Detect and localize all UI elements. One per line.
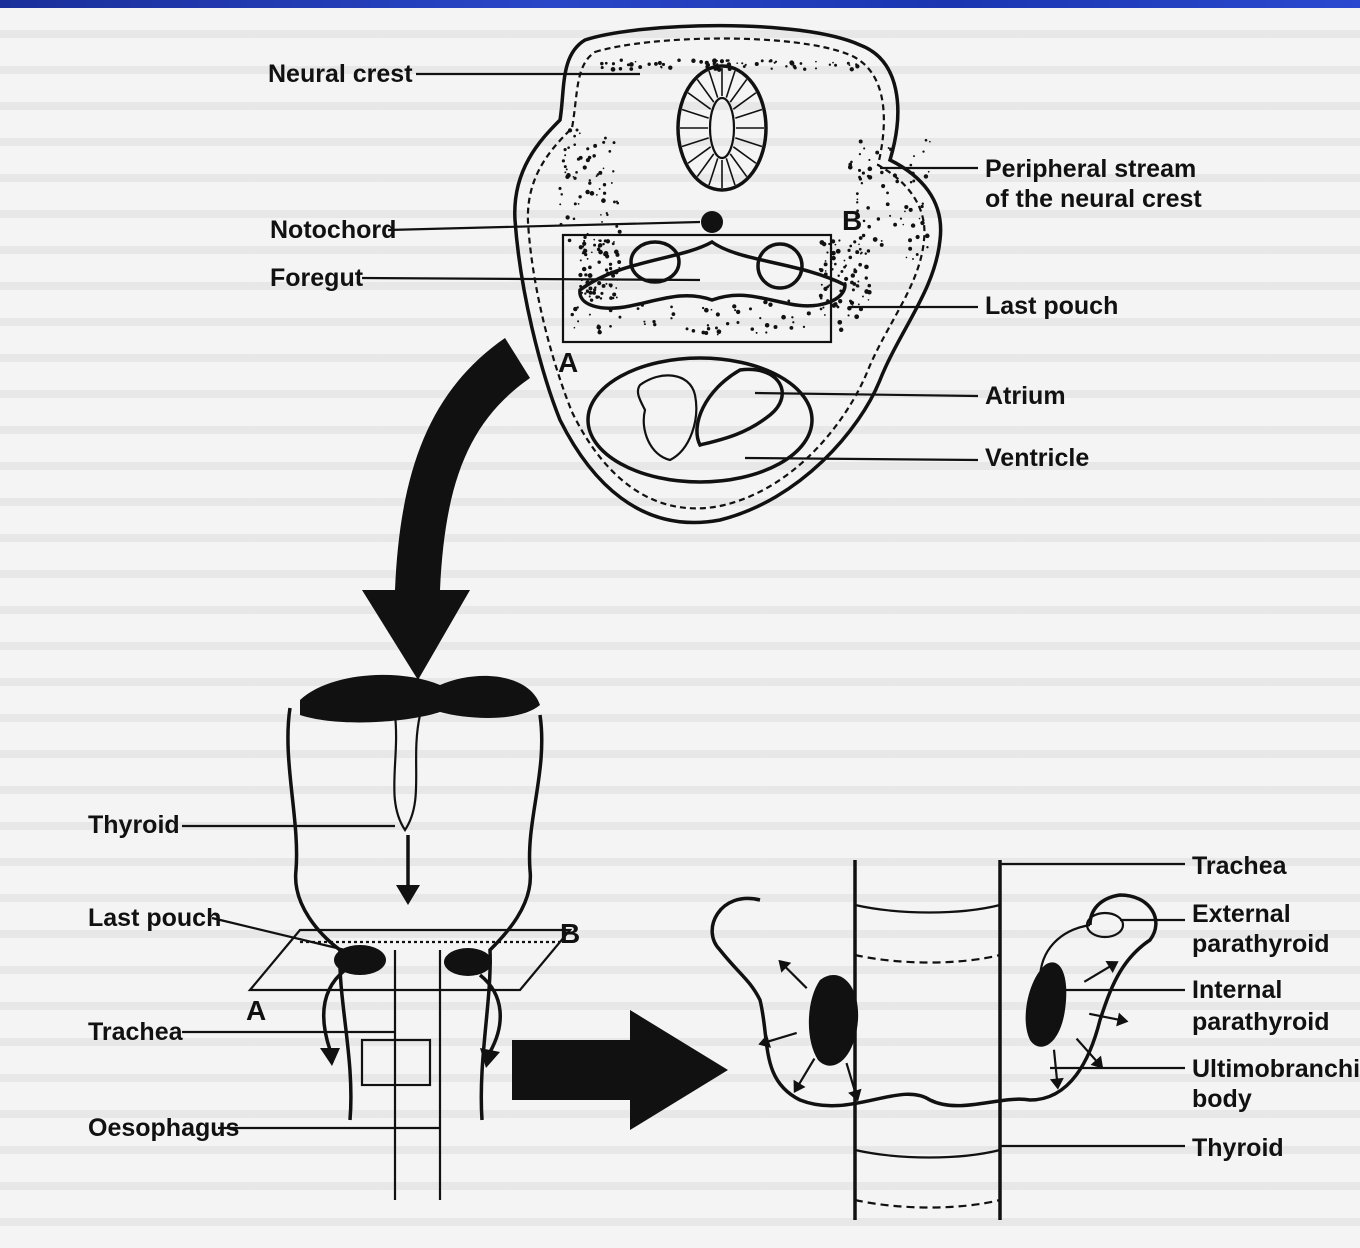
- right-arrow: [512, 1010, 728, 1130]
- thyroid-bud: [394, 715, 420, 830]
- notochord-shape: [701, 211, 723, 233]
- trachea-ring-2: [855, 955, 1000, 963]
- pharynx-outline: [288, 708, 542, 1120]
- marker-top-b: B: [842, 205, 862, 236]
- leader-ventricle: [745, 458, 978, 460]
- right-last-pouch-shape: [444, 948, 492, 976]
- label-ultimobranchial-2: body: [1192, 1085, 1252, 1113]
- label-external-parathyroid-2: parathyroid: [1192, 930, 1330, 958]
- atrium-shape: [697, 369, 782, 445]
- marker-top-a: A: [558, 347, 578, 378]
- left-pouch-shape: [631, 242, 679, 282]
- label-internal-parathyroid-1: Internal: [1192, 976, 1282, 1004]
- left-internal-parathyroid: [809, 975, 858, 1066]
- thyroid-descent-arrowhead: [396, 885, 420, 905]
- leader-foregut: [362, 278, 700, 280]
- neural-tube: [678, 66, 766, 190]
- label-last-pouch-left: Last pouch: [88, 904, 221, 932]
- label-ultimobranchial-1: Ultimobranchial: [1192, 1055, 1360, 1083]
- trachea-ring-1: [855, 905, 1000, 913]
- leader-atrium: [755, 393, 978, 396]
- right-internal-parathyroid: [1026, 962, 1067, 1046]
- leader-last-pouch-left: [212, 918, 345, 950]
- section-box-top: [563, 235, 831, 342]
- label-ventricle: Ventricle: [985, 444, 1089, 472]
- label-peripheral-stream-1: Peripheral stream: [985, 155, 1196, 183]
- label-trachea-right: Trachea: [1192, 852, 1288, 880]
- leader-notochord: [388, 222, 700, 230]
- label-external-parathyroid-1: External: [1192, 900, 1291, 928]
- trachea-ring-4: [855, 1200, 1000, 1208]
- label-neural-crest: Neural crest: [268, 60, 413, 88]
- label-oesophagus: Oesophagus: [88, 1114, 239, 1142]
- label-peripheral-stream-2: of the neural crest: [985, 185, 1202, 213]
- migration-arrowhead-left: [320, 1048, 340, 1066]
- marker-mid-a: A: [246, 995, 266, 1026]
- label-last-pouch-top: Last pouch: [985, 292, 1118, 320]
- label-internal-parathyroid-2: parathyroid: [1192, 1008, 1330, 1036]
- thyroid-gland-outline: [712, 895, 1156, 1106]
- ventricle-shape: [638, 375, 696, 460]
- embryo-cross-section: [515, 26, 941, 523]
- label-foregut: Foregut: [270, 264, 364, 292]
- label-trachea-left: Trachea: [88, 1018, 184, 1046]
- label-notochord: Notochord: [270, 216, 396, 244]
- trachea-ring-3: [855, 1150, 1000, 1158]
- external-parathyroid-shape: [1087, 913, 1123, 937]
- curved-arrow: [362, 338, 530, 680]
- foregut-shape: [580, 242, 845, 308]
- trachea-cross-section: [712, 860, 1156, 1220]
- marker-mid-b: B: [560, 918, 580, 949]
- pharynx-schematic: [250, 675, 570, 1200]
- label-thyroid-right: Thyroid: [1192, 1134, 1284, 1162]
- label-atrium: Atrium: [985, 382, 1066, 410]
- label-thyroid-left: Thyroid: [88, 811, 180, 839]
